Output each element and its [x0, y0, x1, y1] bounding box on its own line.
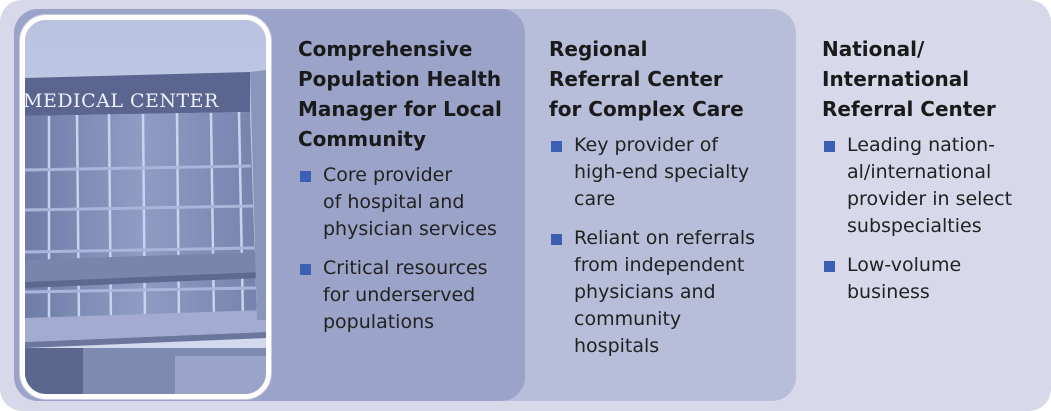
square-bullet-icon	[300, 171, 311, 182]
column-title: National/ International Referral Center	[822, 37, 996, 121]
list-item: Core provider of hospital and physician …	[298, 162, 520, 243]
list-item-text: Key provider of high-end specialty care	[574, 134, 750, 210]
list-item: Critical resources for underserved popul…	[298, 255, 520, 336]
column-local-community: Comprehensive Population Health Manager …	[298, 34, 520, 348]
square-bullet-icon	[551, 234, 562, 245]
list-item: Key provider of high-end specialty care	[549, 132, 789, 213]
list-item-text: Leading nation- al/international provide…	[847, 134, 1013, 237]
bullet-list: Core provider of hospital and physician …	[298, 162, 520, 336]
building-illustration: MEDICAL CENTER	[25, 20, 266, 394]
square-bullet-icon	[824, 261, 835, 272]
list-item-text: Reliant on referrals from independent ph…	[574, 227, 756, 357]
column-title: Regional Referral Center for Complex Car…	[549, 37, 744, 121]
column-regional-referral: Regional Referral Center for Complex Car…	[549, 34, 789, 372]
bullet-list: Leading nation- al/international provide…	[822, 132, 1037, 306]
bullet-list: Key provider of high-end specialty care …	[549, 132, 789, 360]
column-title: Comprehensive Population Health Manager …	[298, 37, 502, 151]
column-national-referral: National/ International Referral Center …	[822, 34, 1037, 318]
sign-text: MEDICAL CENTER	[25, 90, 219, 112]
list-item: Leading nation- al/international provide…	[822, 132, 1037, 240]
list-item-text: Low-volume business	[847, 254, 962, 303]
list-item: Low-volume business	[822, 252, 1037, 306]
square-bullet-icon	[300, 264, 311, 275]
list-item: Reliant on referrals from independent ph…	[549, 225, 789, 360]
square-bullet-icon	[824, 141, 835, 152]
square-bullet-icon	[551, 141, 562, 152]
list-item-text: Critical resources for underserved popul…	[323, 257, 488, 333]
medical-center-photo: MEDICAL CENTER	[20, 15, 271, 399]
list-item-text: Core provider of hospital and physician …	[323, 164, 497, 240]
